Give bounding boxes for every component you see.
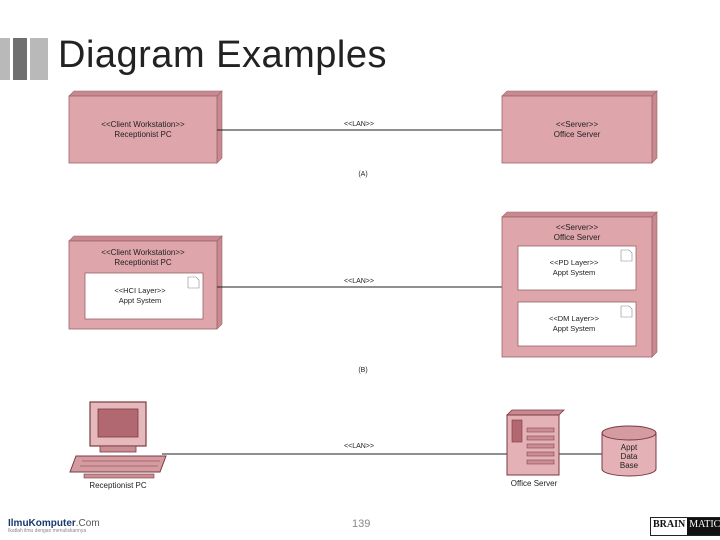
component-icon [620, 305, 633, 318]
server-node-a: <<Server>> Office Server [501, 90, 658, 164]
server-b-title: <<Server>> [556, 223, 599, 232]
client-node-a: <<Client Workstation>> Receptionist PC [68, 90, 223, 164]
dm-title: <<DM Layer>> [549, 314, 600, 323]
pd-name: Appt System [553, 268, 596, 277]
server-a-title: <<Server>> [556, 120, 599, 129]
brainmatics-logo: BRAIN MATICS [650, 517, 720, 536]
caption-b: (B) [358, 367, 367, 374]
panel-a: <<Client Workstation>> Receptionist PC <… [68, 90, 658, 178]
client-a-title: <<Client Workstation>> [101, 120, 185, 129]
pd-component: <<PD Layer>> Appt System [517, 245, 637, 291]
brand-part1: BRAIN [651, 518, 688, 535]
logo-main-text: IlmuKomputer [8, 518, 76, 529]
lan-label-a: <<LAN>> [344, 121, 374, 128]
logo-suffix: .Com [75, 518, 100, 529]
panel-b: <<Client Workstation>> Receptionist PC <… [68, 211, 658, 374]
pc-label: Receptionist PC [89, 481, 147, 490]
lan-label-c: <<LAN>> [344, 443, 374, 450]
page-number: 139 [352, 518, 371, 530]
client-b-name: Receptionist PC [114, 258, 172, 267]
db-label-line3: Base [620, 461, 639, 470]
dm-component: <<DM Layer>> Appt System [517, 301, 637, 347]
db-label-line1: Appt [621, 443, 638, 452]
lan-label-b: <<LAN>> [344, 278, 374, 285]
component-icon [187, 276, 200, 289]
appt-database-icon: Appt Data Base [601, 425, 657, 477]
component-icon [620, 249, 633, 262]
slide-title: Diagram Examples [58, 34, 387, 76]
server-a-name: Office Server [554, 130, 601, 139]
dm-name: Appt System [553, 324, 596, 333]
client-node-b: <<Client Workstation>> Receptionist PC <… [68, 235, 223, 330]
caption-a: (A) [358, 171, 367, 178]
hci-name: Appt System [119, 296, 162, 305]
deployment-diagram: <<Client Workstation>> Receptionist PC <… [62, 90, 667, 500]
office-server-icon [506, 409, 565, 476]
server-node-b: <<Server>> Office Server <<PD Layer>> Ap… [501, 211, 658, 358]
client-a-name: Receptionist PC [114, 130, 172, 139]
hci-component: <<HCI Layer>> Appt System [84, 272, 204, 320]
db-label-line2: Data [621, 452, 638, 461]
receptionist-pc-icon [69, 401, 167, 479]
brand-part2: MATICS [687, 518, 720, 535]
panel-c: Receptionist PC <<LAN>> Office Server Ap… [69, 401, 657, 490]
pd-title: <<PD Layer>> [550, 258, 599, 267]
ilmukomputer-logo: IlmuKomputer.Com Ikatlah ilmu dengan men… [8, 518, 100, 534]
logo-tagline: Ikatlah ilmu dengan menuliskannya [8, 528, 87, 534]
server-b-name: Office Server [554, 233, 601, 242]
office-server-label: Office Server [511, 479, 558, 488]
client-b-title: <<Client Workstation>> [101, 248, 185, 257]
hci-title: <<HCI Layer>> [114, 286, 166, 295]
